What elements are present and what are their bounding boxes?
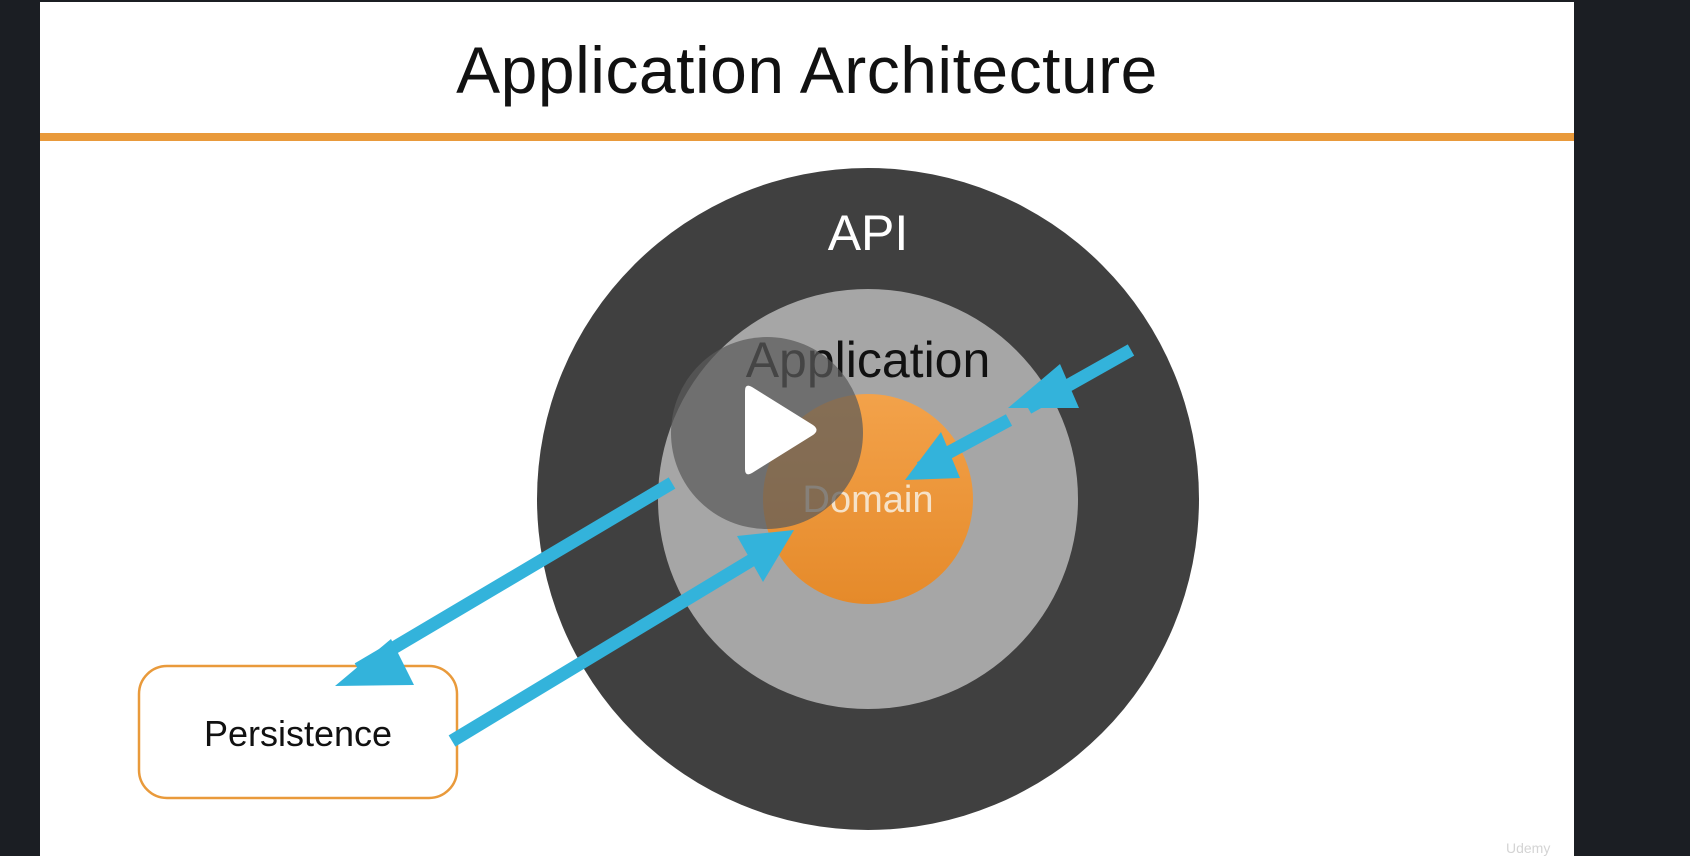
slide-title: Application Architecture xyxy=(456,33,1158,107)
slide: Application Architecture API Application… xyxy=(40,2,1574,856)
api-label: API xyxy=(828,205,909,261)
udemy-watermark: Udemy xyxy=(1506,840,1551,856)
persistence-label: Persistence xyxy=(204,713,392,754)
arrow-application-to-persistence xyxy=(335,477,676,686)
arrow-persistence-to-domain xyxy=(448,530,794,747)
title-divider xyxy=(40,133,1574,141)
play-icon xyxy=(745,385,817,475)
arrow-api-to-application xyxy=(1008,344,1135,414)
arrow-application-to-domain xyxy=(905,414,1013,480)
play-button[interactable] xyxy=(671,337,863,529)
